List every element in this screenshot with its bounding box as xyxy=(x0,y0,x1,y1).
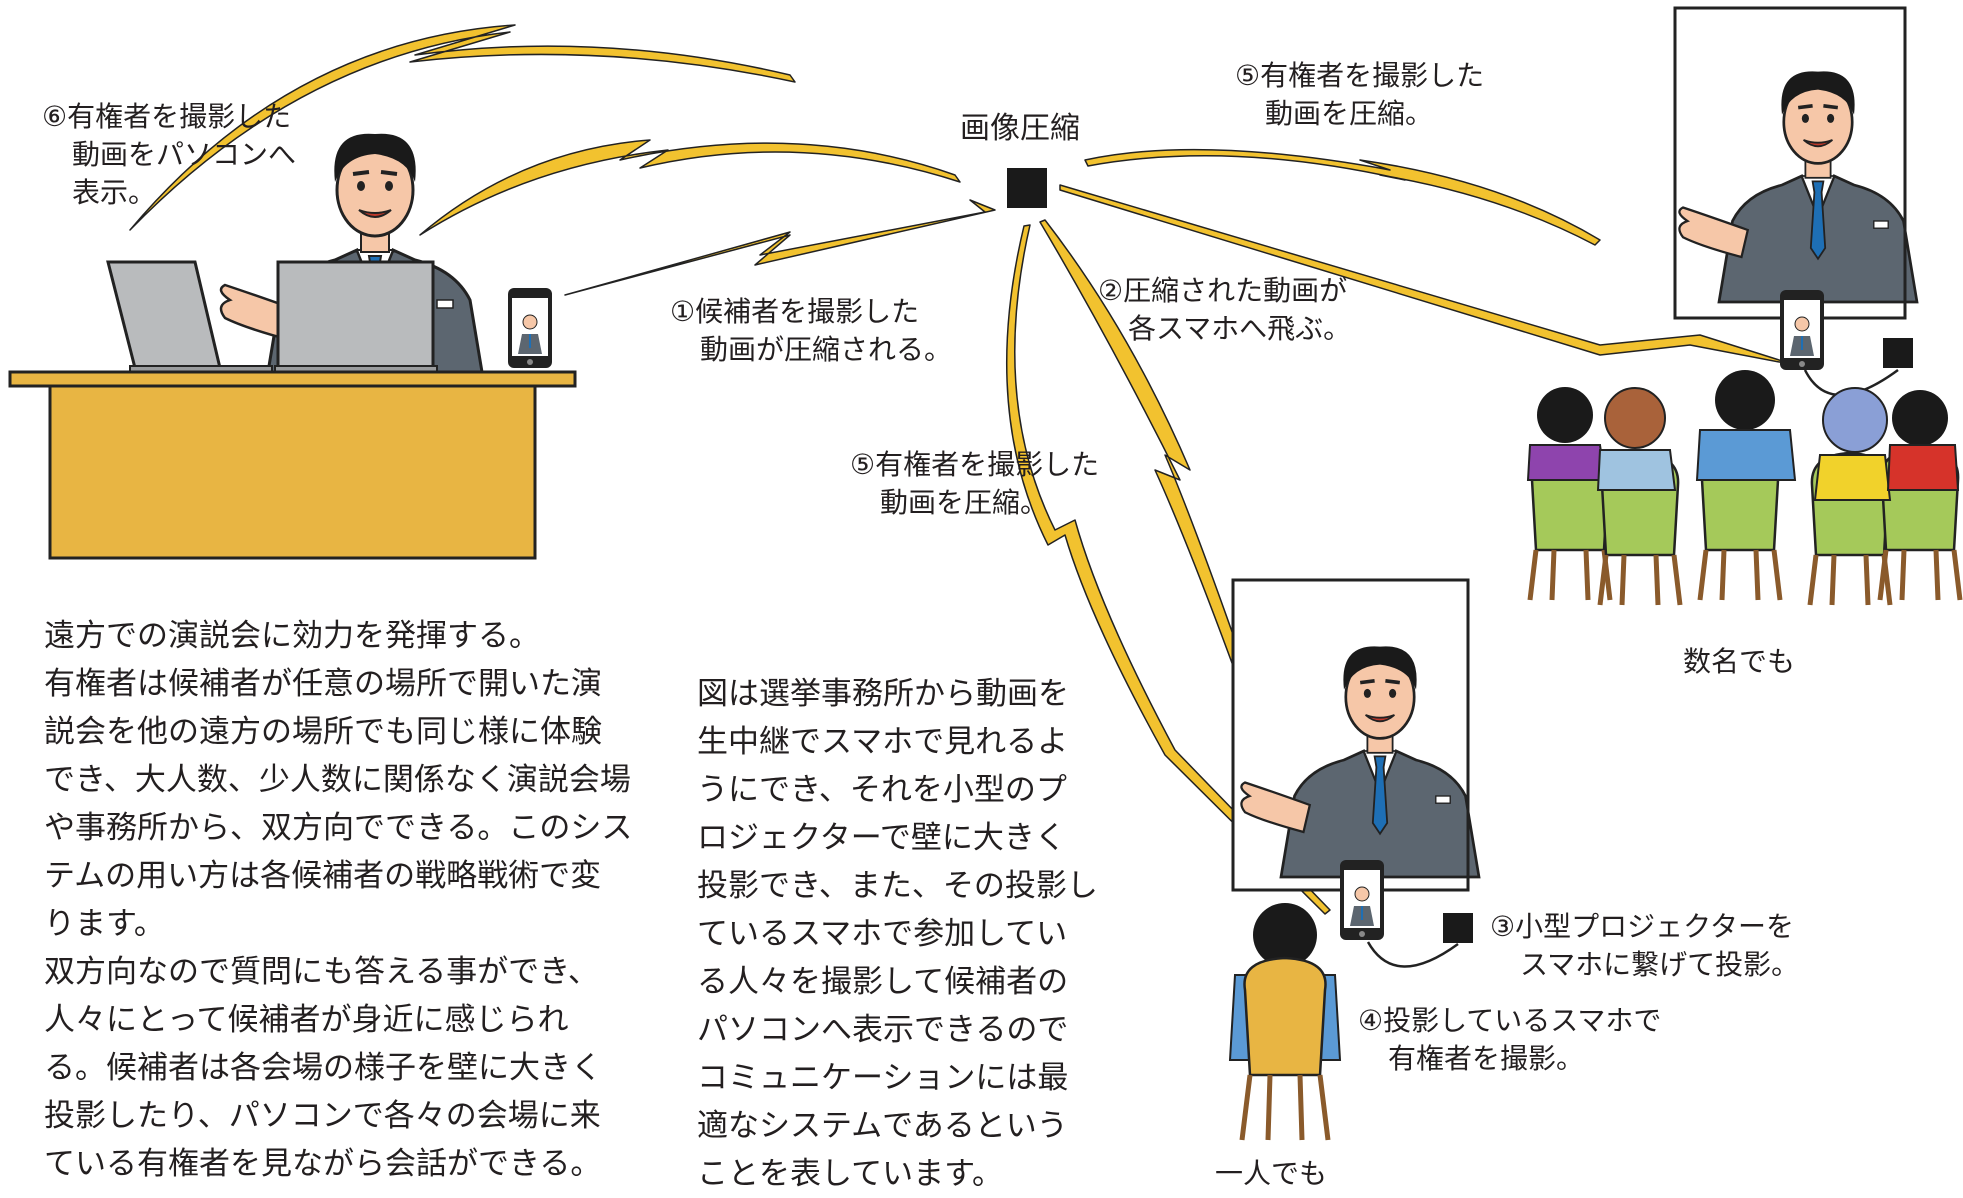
bolt-right-to-compress xyxy=(1084,148,1601,246)
left-line: 人々にとって候補者が身近に感じられ xyxy=(44,1002,569,1038)
label-step1: ①候補者を撮影した 動画が圧縮される。 xyxy=(670,295,953,366)
center-line: コミュニケーションには最 xyxy=(697,1060,1069,1096)
center-paragraph: 図は選挙事務所から動画を 生中継でスマホで見れるよ うにでき、それを小型のプ ロ… xyxy=(697,670,1098,1198)
projected-screen-single xyxy=(1231,578,1481,892)
laptop-right xyxy=(274,260,438,375)
bolt-pc-to-compress xyxy=(564,199,996,296)
caption-single: 一人でも xyxy=(1215,1157,1328,1190)
left-line: 遠方での演説会に効力を発揮する。 xyxy=(44,618,540,654)
left-paragraph: 遠方での演説会に効力を発揮する。 有権者は候補者が任意の場所で開いた演 説会を他… xyxy=(44,612,632,1188)
center-line: ことを表しています。 xyxy=(697,1156,1003,1192)
center-line: る人々を撮影して候補者の xyxy=(697,964,1069,1000)
label-step5-top: ⑤有権者を撮影した 動画を圧縮。 xyxy=(1235,59,1485,130)
center-line: 図は選挙事務所から動画を xyxy=(697,676,1069,712)
single-cable xyxy=(1366,941,1459,968)
single-smartphone xyxy=(1339,859,1385,941)
projected-screen-group xyxy=(1673,6,1919,320)
center-line: ロジェクターで壁に大きく xyxy=(697,820,1066,856)
center-line: うにでき、それを小型のプ xyxy=(697,772,1067,808)
center-line: ているスマホで参加してい xyxy=(697,916,1068,952)
audience-single xyxy=(1228,903,1342,1141)
left-line: 投影したり、パソコンで各々の会場に来 xyxy=(44,1098,601,1134)
label-step2: ②圧縮された動画が 各スマホへ飛ぶ。 xyxy=(1098,274,1352,345)
left-line: でき、大人数、少人数に関係なく演説会場 xyxy=(44,762,631,798)
left-line: ります。 xyxy=(44,906,165,942)
left-line: テムの用い方は各候補者の戦略戦術で変 xyxy=(44,858,602,894)
caption-group: 数名でも xyxy=(1683,645,1796,678)
group-smartphone xyxy=(1779,289,1825,371)
audience-group xyxy=(1526,370,1960,605)
desk-smartphone xyxy=(507,287,553,369)
left-line: 説会を他の遠方の場所でも同じ様に体験 xyxy=(44,714,602,750)
label-step5-mid: ⑤有権者を撮影した 動画を圧縮。 xyxy=(850,448,1100,519)
center-line: パソコンへ表示できるので xyxy=(697,1012,1069,1048)
left-line: や事務所から、双方向でできる。このシス xyxy=(44,810,633,846)
label-compression: 画像圧縮 xyxy=(960,111,1080,146)
compression-box xyxy=(1007,168,1047,208)
bolt-compress-to-right xyxy=(1059,184,1796,366)
center-line: 生中継でスマホで見れるよ xyxy=(697,724,1069,760)
desk xyxy=(8,370,577,560)
left-line: 双方向なので質問にも答える事ができ、 xyxy=(44,954,599,990)
bolt-compress-to-pc xyxy=(419,139,961,236)
center-line: 投影でき、また、その投影し xyxy=(697,868,1098,904)
single-projector xyxy=(1443,913,1473,943)
label-step4: ④投影しているスマホで 有権者を撮影。 xyxy=(1358,1004,1662,1075)
left-line: る。候補者は各会場の様子を壁に大きく xyxy=(44,1050,602,1086)
center-line: 適なシステムであるという xyxy=(697,1108,1068,1144)
group-projector xyxy=(1883,338,1913,368)
label-step6: ⑥有権者を撮影した 動画をパソコンへ 表示。 xyxy=(42,100,297,209)
label-step3: ③小型プロジェクターを スマホに繋げて投影。 xyxy=(1490,910,1800,981)
bolt-top-arc xyxy=(129,24,796,231)
left-line: 有権者は候補者が任意の場所で開いた演 xyxy=(44,666,602,702)
left-line: ている有権者を見ながら会話ができる。 xyxy=(44,1146,602,1182)
